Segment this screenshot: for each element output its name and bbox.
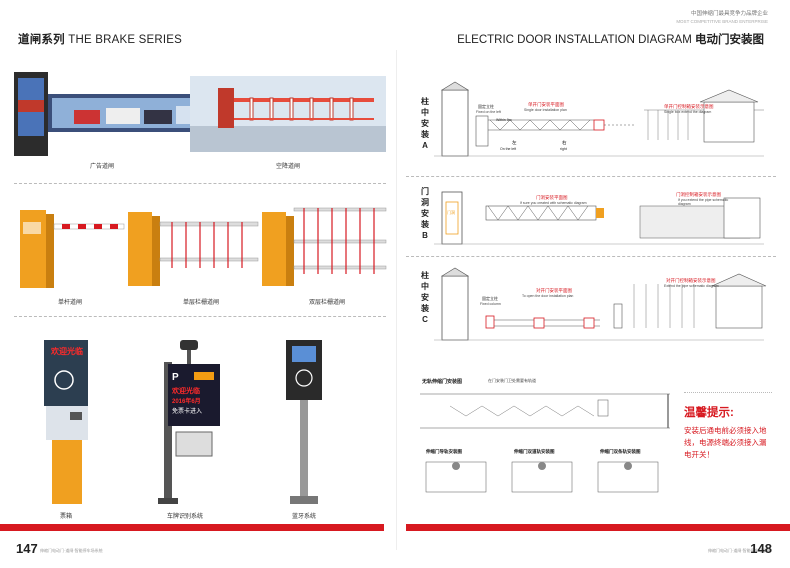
svg-text:P: P — [172, 372, 179, 383]
footer-right-text: 伸缩门电动门·道闸·智能停车场系统 — [708, 548, 771, 553]
tip-divider — [684, 392, 772, 393]
left-header: 道闸系列 THE BRAKE SERIES — [18, 31, 182, 47]
right-header-en: ELECTRIC DOOR INSTALLATION DIAGRAM — [457, 34, 692, 46]
diagram-a-left-note: 固定立柱 — [478, 104, 494, 109]
bluetooth-system-image — [286, 340, 322, 504]
diagram-a-label: 柱中安装A — [421, 97, 429, 150]
diagram-a-dir-left: 左 — [512, 140, 517, 145]
diagram-a-dir-left-en: On the left — [500, 147, 517, 151]
right-header-cn: 电动门安装图 — [695, 34, 764, 46]
plate-led-line3: 免票卡进入 — [172, 409, 203, 415]
diagram-c-right-title: 对开门控制箱安装示意图 — [666, 278, 716, 283]
diagram-b-title-en: If sure you created with schematic diagr… — [520, 201, 587, 205]
brand-tagline: 中国伸缩门最具竞争力品牌企业 MOST COMPETITIVE BRAND EN… — [676, 11, 768, 25]
caption-air-barrier: 空降道闸 — [275, 164, 300, 170]
diagram-a — [434, 81, 764, 157]
single-fence-barrier-image — [128, 212, 259, 286]
plan-1-title: 伸缩门导轨安装图 — [426, 449, 462, 454]
diagram-a-left-note-en: Fixed on the left — [476, 110, 501, 114]
diagram-c-title-en: To open the door installation plan — [522, 294, 574, 298]
plate-recognition-image: P — [158, 340, 220, 504]
diagram-a-right-title: 单开门控制箱安装示意图 — [664, 104, 714, 109]
footer-left-text: 伸缩门电动门·道闸·智能停车场系统 — [40, 548, 103, 553]
bottom-diagram-title: 无轨伸缩门安装图 — [422, 379, 463, 385]
plate-led-line2: 2016年6月 — [172, 399, 201, 405]
single-arm-barrier-image — [20, 210, 125, 288]
caption-ad-barrier: 广告道闸 — [89, 164, 114, 170]
footer-bar-right — [406, 524, 790, 531]
plate-led-line1: 欢迎光临 — [172, 388, 200, 395]
diagram-a-right-sub: Single box extend the diagram — [664, 110, 712, 114]
warm-tip: 温馨提示: 安装后通电前必须接入地线，电源终端必须接入漏电开关！ — [684, 404, 768, 461]
ad-barrier-image — [14, 72, 214, 156]
diagram-b — [434, 191, 764, 245]
left-header-en: THE BRAKE SERIES — [68, 34, 182, 46]
warm-tip-body: 安装后通电前必须接入地线，电源终端必须接入漏电开关！ — [684, 426, 767, 459]
divider-3 — [406, 176, 776, 177]
bottom-diagram-note: 在门安装门卫处需要有轨道 — [488, 378, 536, 383]
air-barrier-image — [190, 76, 386, 152]
divider-2 — [14, 316, 386, 317]
diagram-c-left-note-en: Fixed column — [480, 302, 501, 306]
page-gutter — [396, 50, 397, 550]
caption-double-fence: 双层栏栅道闸 — [308, 300, 345, 306]
diagram-c-left-note: 固定立柱 — [482, 296, 498, 301]
diagram-c-right-sub: Extend the pipe schematic diagram — [664, 284, 719, 288]
diagram-b-right-title: 门洞控制箱安装示意图 — [676, 192, 721, 197]
diagram-b-right-sub: If you extend the pipe schematic diagram — [678, 198, 729, 206]
diagram-a-dir-right: 右 — [562, 140, 567, 145]
warm-tip-title: 温馨提示: — [684, 407, 734, 419]
diagram-b-post-note: 门洞 — [447, 210, 455, 215]
brand-line2: MOST COMPETITIVE BRAND ENTERPRISE — [676, 19, 768, 24]
diagram-a-dir-right-en: right — [560, 147, 567, 151]
diagram-a-title-en: Single door installation plan — [524, 108, 567, 112]
ticket-box-image — [44, 340, 88, 504]
diagram-b-title: 门洞安装平面图 — [536, 195, 568, 200]
diagram-a-title: 单开门安装平面图 — [528, 102, 564, 107]
bottom-rail-diagram — [420, 393, 670, 493]
diagram-a-width-note: Within 9m — [496, 118, 512, 122]
diagram-c-label: 柱中安装C — [421, 271, 429, 324]
page-number-left: 147 — [16, 541, 38, 556]
divider-4 — [406, 256, 776, 257]
plan-3-title: 伸缩门双条轨安装图 — [600, 449, 641, 454]
caption-ticket-box: 票箱 — [59, 514, 72, 520]
caption-single-arm: 单杆道闸 — [57, 300, 82, 306]
plan-2-title: 伸缩门双道轨安装图 — [514, 449, 555, 454]
brand-line1: 中国伸缩门最具竞争力品牌企业 — [690, 11, 768, 17]
diagram-b-label: 门洞安装B — [421, 187, 429, 240]
left-header-cn: 道闸系列 — [18, 34, 65, 46]
page-number-right: 148 — [750, 541, 772, 556]
divider-1 — [14, 183, 386, 184]
caption-bluetooth: 蓝牙系统 — [291, 514, 316, 520]
right-header: ELECTRIC DOOR INSTALLATION DIAGRAM 电动门安装… — [457, 31, 764, 47]
diagram-c-title: 对开门安装平面图 — [536, 288, 572, 293]
diagram-c — [434, 267, 767, 341]
caption-single-fence: 单层栏栅道闸 — [182, 300, 219, 306]
footer-bar-left — [0, 524, 384, 531]
caption-plate-recognition: 车牌识别系统 — [166, 514, 203, 520]
double-fence-barrier-image — [262, 207, 387, 286]
ticket-box-led: 欢迎光临 — [51, 347, 83, 356]
